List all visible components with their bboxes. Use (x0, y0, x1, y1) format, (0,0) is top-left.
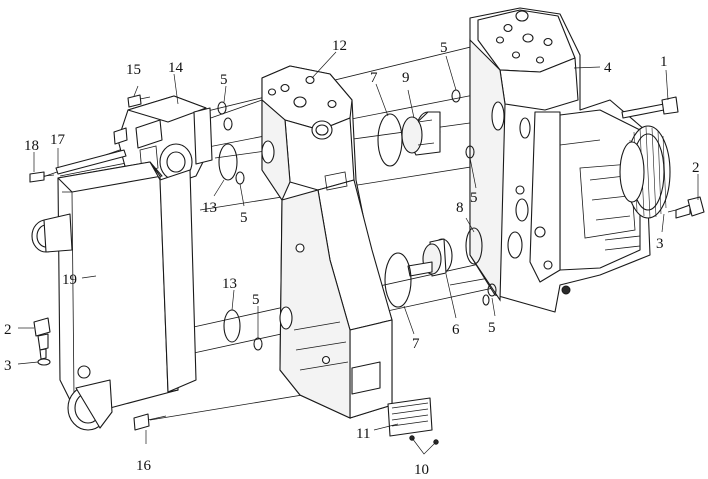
callout-12: 12 (332, 38, 347, 54)
callout-16: 16 (136, 458, 152, 474)
callout-9: 9 (402, 70, 410, 86)
o-ring-7-upper (377, 113, 403, 167)
callout-4: 4 (604, 60, 612, 76)
sensor-2-left (33, 317, 51, 360)
callout-3-right: 3 (656, 236, 664, 252)
bolt-1 (621, 96, 679, 119)
central-block (261, 65, 393, 419)
callout-8: 8 (456, 200, 464, 216)
callout-labels: 1 2 3 4 5 5 5 5 5 5 5 6 7 7 8 9 10 11 12… (4, 38, 700, 478)
callout-5-e: 5 (240, 210, 248, 226)
o-ring-8 (465, 227, 483, 265)
valve-6 (407, 238, 453, 277)
leader-lines (17, 51, 699, 444)
washer-3-left (37, 358, 51, 366)
callout-3-left: 3 (4, 358, 12, 374)
bolt-16 (133, 413, 167, 431)
callout-5-f: 5 (252, 292, 260, 308)
callout-7-upper: 7 (370, 70, 378, 86)
bolt-18 (29, 171, 55, 183)
sensor-2-right (667, 196, 705, 219)
callout-13-upper: 13 (202, 200, 217, 216)
callout-7-lower: 7 (412, 336, 420, 352)
pump-housing (469, 7, 651, 313)
callout-10: 10 (414, 462, 429, 478)
callout-17: 17 (50, 132, 66, 148)
callout-5-a: 5 (440, 40, 448, 56)
callout-19: 19 (62, 272, 77, 288)
nameplate-11 (387, 397, 433, 437)
drive-gear (619, 125, 671, 219)
callout-18: 18 (24, 138, 39, 154)
mount-bracket-17 (55, 149, 127, 175)
cooler-19 (31, 161, 197, 431)
callout-1: 1 (660, 54, 668, 70)
o-ring-7-lower (384, 252, 412, 308)
callout-6: 6 (452, 322, 460, 338)
callout-2-left: 2 (4, 322, 12, 338)
o-ring-13-upper (218, 143, 238, 181)
callout-13-lower: 13 (222, 276, 237, 292)
callout-5-b: 5 (470, 190, 478, 206)
callout-14: 14 (168, 60, 184, 76)
callout-11: 11 (356, 426, 370, 442)
callout-2-right: 2 (692, 160, 700, 176)
callout-5-c: 5 (488, 320, 496, 336)
valve-9 (401, 111, 441, 156)
o-ring-13-lower (223, 309, 241, 343)
callout-5-d: 5 (220, 72, 228, 88)
callout-15: 15 (126, 62, 141, 78)
bolt-15 (127, 94, 151, 108)
rivets-10 (409, 435, 439, 455)
